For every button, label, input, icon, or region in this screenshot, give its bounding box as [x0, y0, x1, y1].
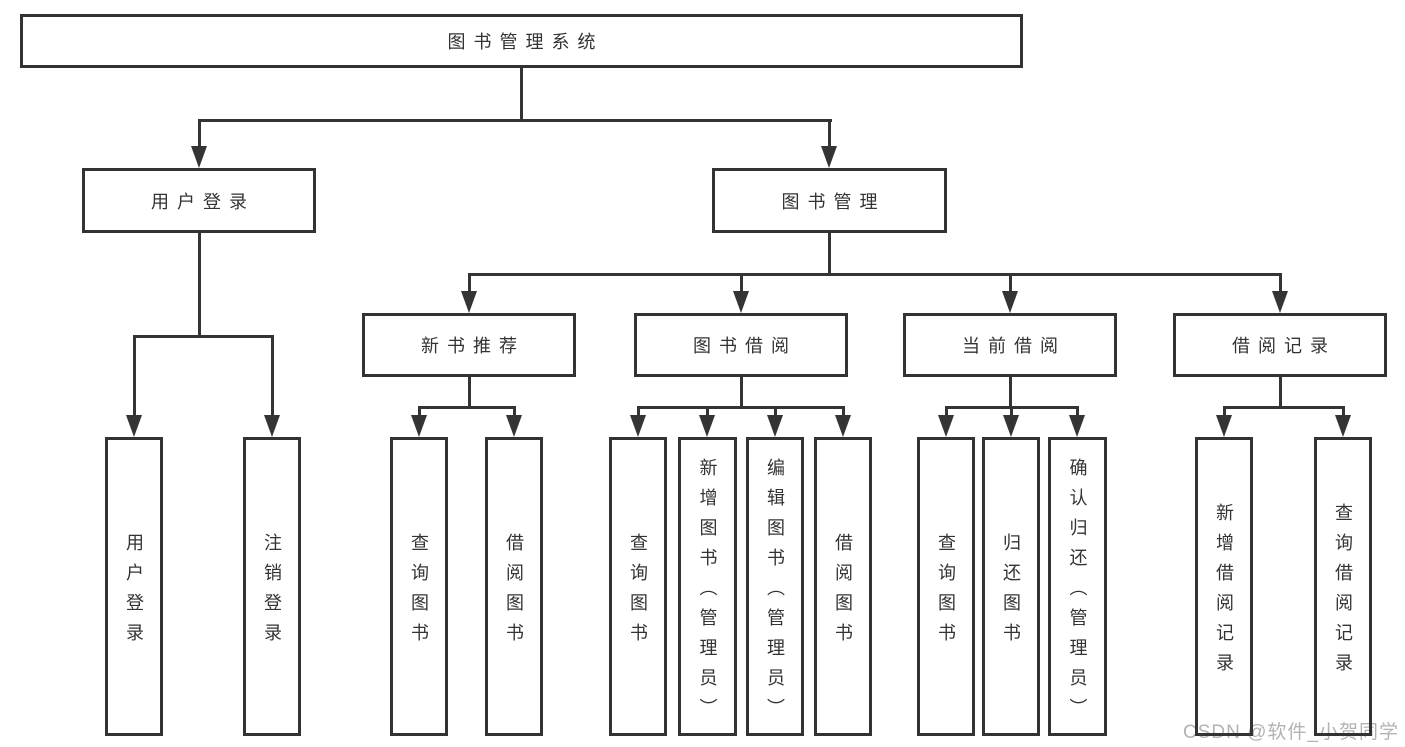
- connector-drop-leaf: [774, 406, 777, 420]
- node-current-borrow-label: 当前借阅: [962, 336, 1066, 356]
- connector-user-login-stem: [198, 233, 201, 338]
- connector-borrow-crossbar: [637, 406, 845, 409]
- leaf-borrow-book-label: 借阅图书: [833, 532, 853, 653]
- leaf-logout: 注销登录: [243, 437, 301, 736]
- connector-recommend-crossbar: [418, 406, 516, 409]
- connector-drop-leaf: [1342, 406, 1345, 420]
- arrow-down-icon: [264, 415, 280, 437]
- leaf-query-book-current: 查询图书: [917, 437, 975, 736]
- connector-drop-leaf: [271, 335, 274, 419]
- arrow-down-icon: [630, 415, 646, 437]
- node-book-management: 图书管理: [712, 168, 947, 233]
- watermark-text: CSDN @软件_小贺同学: [1183, 722, 1399, 743]
- connector-drop-leaf: [842, 406, 845, 420]
- node-user-login-label: 用户登录: [151, 191, 255, 212]
- arrow-down-icon: [461, 291, 477, 313]
- leaf-edit-book-admin: 编辑图书（管理员）: [746, 437, 804, 736]
- node-new-book-recommend: 新书推荐: [362, 313, 576, 377]
- node-book-management-label: 图书管理: [781, 191, 886, 212]
- connector-root-crossbar: [198, 119, 832, 122]
- arrow-down-icon: [411, 415, 427, 437]
- leaf-logout-label: 注销登录: [262, 532, 282, 653]
- leaf-return-book-label: 归还图书: [1001, 532, 1021, 653]
- connector-drop-leaf: [945, 406, 948, 420]
- connector-drop-level3: [1009, 273, 1012, 295]
- leaf-add-book-admin: 新增图书（管理员）: [678, 437, 737, 736]
- connector-root-stem: [520, 68, 523, 121]
- node-borrow-record-label: 借阅记录: [1232, 336, 1336, 356]
- leaf-query-borrow-record-label: 查询借阅记录: [1333, 502, 1353, 683]
- connector-record-crossbar: [1223, 406, 1345, 409]
- leaf-borrow-book: 借阅图书: [814, 437, 872, 736]
- connector-drop-user-login: [198, 119, 201, 150]
- leaf-query-book-borrow-label: 查询图书: [628, 532, 648, 653]
- arrow-down-icon: [1069, 415, 1085, 437]
- arrow-down-icon: [699, 415, 715, 437]
- arrow-down-icon: [1272, 291, 1288, 313]
- arrow-down-icon: [1002, 291, 1018, 313]
- leaf-query-book-current-label: 查询图书: [936, 532, 956, 653]
- connector-drop-leaf: [637, 406, 640, 420]
- leaf-add-borrow-record-label: 新增借阅记录: [1214, 502, 1234, 683]
- arrow-down-icon: [1003, 415, 1019, 437]
- arrow-down-icon: [191, 146, 207, 168]
- leaf-add-borrow-record: 新增借阅记录: [1195, 437, 1253, 736]
- node-new-book-recommend-label: 新书推荐: [421, 336, 525, 356]
- arrow-down-icon: [1216, 415, 1232, 437]
- connector-user-login-crossbar: [133, 335, 274, 338]
- leaf-edit-book-admin-label: 编辑图书（管理员）: [765, 457, 785, 728]
- connector-drop-leaf: [513, 406, 516, 420]
- leaf-return-book: 归还图书: [982, 437, 1040, 736]
- connector-book-management-stem: [828, 233, 831, 276]
- leaf-borrow-book-recommend-label: 借阅图书: [504, 532, 524, 653]
- leaf-query-book-recommend-label: 查询图书: [409, 532, 429, 653]
- node-book-borrow: 图书借阅: [634, 313, 848, 377]
- connector-drop-leaf: [706, 406, 709, 420]
- connector-current-stem: [1009, 377, 1012, 409]
- connector-drop-leaf: [133, 335, 136, 419]
- node-root-label: 图书管理系统: [447, 32, 604, 52]
- node-user-login: 用户登录: [82, 168, 316, 233]
- node-book-borrow-label: 图书借阅: [693, 336, 797, 356]
- connector-drop-leaf: [418, 406, 421, 420]
- leaf-add-book-admin-label: 新增图书（管理员）: [697, 457, 718, 728]
- leaf-user-login-label: 用户登录: [124, 532, 144, 653]
- node-borrow-record: 借阅记录: [1173, 313, 1387, 377]
- arrow-down-icon: [126, 415, 142, 437]
- node-current-borrow: 当前借阅: [903, 313, 1117, 377]
- connector-drop-level3: [468, 273, 471, 295]
- leaf-confirm-return-admin-label: 确认归还（管理员）: [1067, 457, 1088, 728]
- node-root: 图书管理系统: [20, 14, 1023, 68]
- leaf-borrow-book-recommend: 借阅图书: [485, 437, 543, 736]
- leaf-user-login: 用户登录: [105, 437, 163, 736]
- arrow-down-icon: [835, 415, 851, 437]
- connector-drop-leaf: [1223, 406, 1226, 420]
- connector-drop-level3: [740, 273, 743, 295]
- connector-recommend-stem: [468, 377, 471, 409]
- connector-drop-book-management: [828, 119, 831, 150]
- leaf-query-book-recommend: 查询图书: [390, 437, 448, 736]
- arrow-down-icon: [1335, 415, 1351, 437]
- arrow-down-icon: [767, 415, 783, 437]
- connector-record-stem: [1279, 377, 1282, 409]
- arrow-down-icon: [938, 415, 954, 437]
- leaf-query-borrow-record: 查询借阅记录: [1314, 437, 1372, 736]
- leaf-query-book-borrow: 查询图书: [609, 437, 667, 736]
- arrow-down-icon: [733, 291, 749, 313]
- connector-drop-leaf: [1010, 406, 1013, 420]
- connector-drop-level3: [1279, 273, 1282, 295]
- connector-drop-leaf: [1076, 406, 1079, 420]
- arrow-down-icon: [506, 415, 522, 437]
- leaf-confirm-return-admin: 确认归还（管理员）: [1048, 437, 1107, 736]
- connector-borrow-stem: [740, 377, 743, 409]
- arrow-down-icon: [821, 146, 837, 168]
- connector-book-management-crossbar: [468, 273, 1282, 276]
